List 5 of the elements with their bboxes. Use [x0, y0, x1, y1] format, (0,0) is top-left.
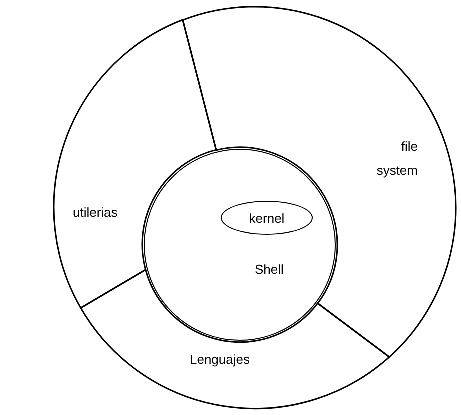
layer-label: utilerias: [72, 204, 118, 220]
layer-label: Shell: [255, 262, 284, 277]
layer-label: kernel: [249, 210, 285, 226]
layer-label: Lenguajes: [190, 352, 250, 367]
layer-label: file system: [376, 138, 418, 180]
